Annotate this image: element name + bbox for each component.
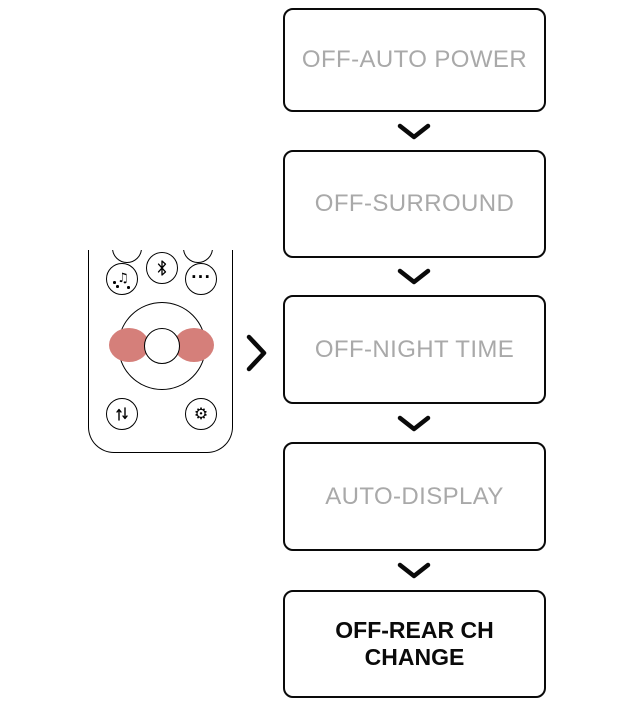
flow-step-night-time: OFF-NIGHT TIME bbox=[283, 295, 546, 404]
flow-step-label: OFF-SURROUND bbox=[314, 190, 515, 217]
bluetooth-icon bbox=[157, 260, 167, 276]
chevron-down-icon bbox=[397, 415, 431, 432]
bluetooth-button bbox=[146, 252, 178, 284]
flow-step-rear-ch-change: OFF-REAR CH CHANGE bbox=[283, 590, 546, 698]
ellipsis-icon: ··· bbox=[190, 267, 212, 286]
flow-step-label: OFF-AUTO POWER bbox=[301, 46, 528, 73]
chevron-down-icon bbox=[397, 123, 431, 140]
flow-step-label: OFF-REAR CH CHANGE bbox=[335, 617, 494, 670]
cropped-button-left bbox=[112, 250, 142, 263]
dpad-center-button bbox=[144, 328, 180, 364]
chevron-down-icon bbox=[397, 562, 431, 579]
dpad-right-button-highlight bbox=[174, 328, 214, 362]
gear-icon: ⚙ bbox=[193, 404, 209, 423]
chevron-down-icon bbox=[397, 268, 431, 285]
settings-button: ⚙ bbox=[185, 398, 217, 430]
flow-step-auto-power: OFF-AUTO POWER bbox=[283, 8, 546, 112]
sound-mode-dot bbox=[113, 281, 116, 284]
remote-illustration: ♫ ··· ⚙ bbox=[88, 250, 233, 453]
flow-step-surround: OFF-SURROUND bbox=[283, 150, 546, 258]
flow-step-label: AUTO-DISPLAY bbox=[325, 482, 504, 510]
dpad bbox=[109, 302, 214, 390]
sound-control-button bbox=[106, 398, 138, 430]
sound-mode-button: ♫ bbox=[106, 263, 138, 295]
sound-control-icon bbox=[116, 407, 128, 421]
sound-mode-dot bbox=[127, 286, 130, 289]
more-options-button: ··· bbox=[185, 263, 217, 295]
flow-step-label: OFF-NIGHT TIME bbox=[314, 335, 515, 363]
chevron-right-icon bbox=[246, 334, 267, 372]
dpad-left-button-highlight bbox=[109, 328, 149, 362]
music-note-icon: ♫ bbox=[117, 270, 129, 286]
sound-mode-dot bbox=[116, 285, 119, 288]
flow-step-display: AUTO-DISPLAY bbox=[283, 442, 546, 551]
cropped-button-right bbox=[183, 250, 213, 263]
